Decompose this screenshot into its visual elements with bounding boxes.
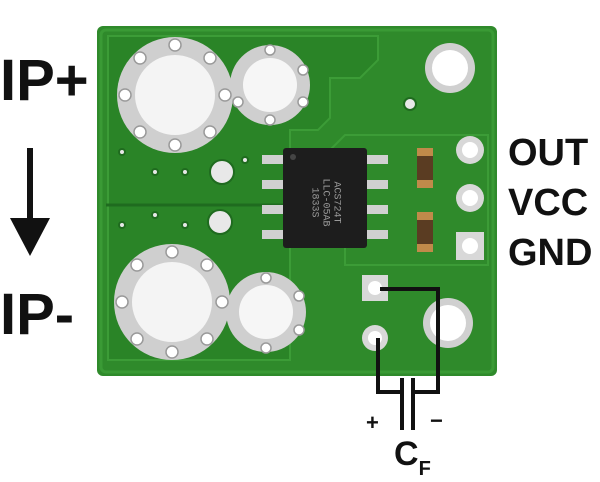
vcc-pin-label: VCC xyxy=(508,182,589,224)
cf-plus-label: + xyxy=(366,410,379,435)
current-flow-arrow-head xyxy=(10,218,50,256)
vias xyxy=(118,97,417,235)
cf-minus-label: − xyxy=(430,408,443,433)
sensor-chip xyxy=(283,148,367,248)
chip-line-3: 1833S xyxy=(308,187,320,218)
pin-header-pads xyxy=(456,136,484,260)
chip-line-1: ACS724T xyxy=(330,181,342,224)
cf-label: CF xyxy=(394,435,431,480)
chip-marking: ACS724T LLC-05AB 1833S xyxy=(283,148,367,248)
gnd-pin-label: GND xyxy=(508,232,593,274)
smd-capacitors xyxy=(417,148,433,252)
cf-label-main: C xyxy=(394,435,419,473)
chip-line-2: LLC-05AB xyxy=(319,178,331,227)
cf-label-sub: F xyxy=(418,457,431,480)
chip-pins xyxy=(262,155,388,239)
ip-plus-label: IP+ xyxy=(0,48,89,113)
ip-minus-label: IP- xyxy=(0,282,75,347)
ip-minus-terminal xyxy=(114,244,306,360)
out-pin-label: OUT xyxy=(508,132,589,174)
cf-schematic xyxy=(376,287,440,430)
ip-plus-terminal xyxy=(117,37,310,153)
